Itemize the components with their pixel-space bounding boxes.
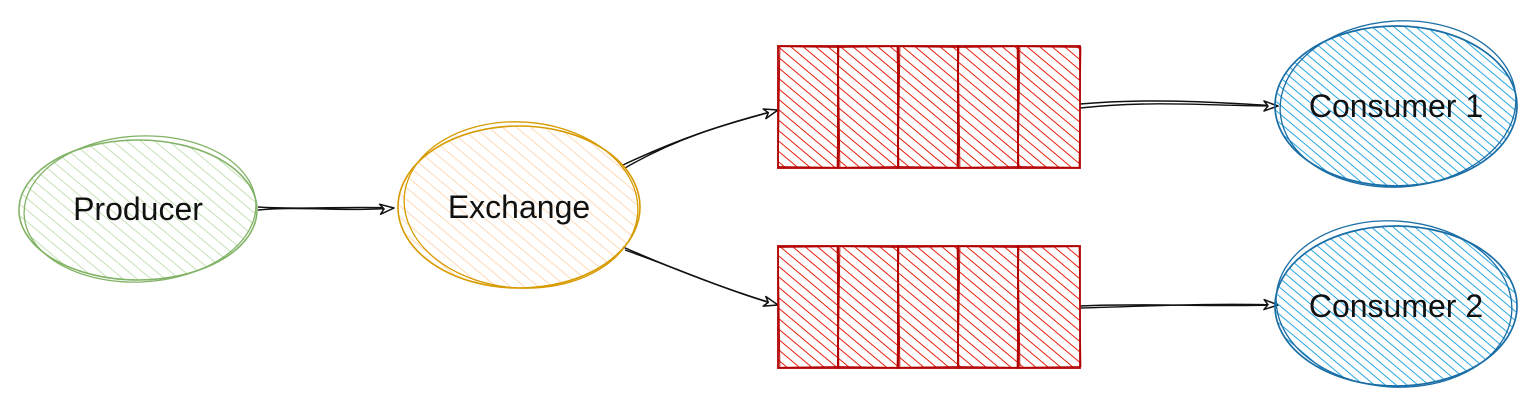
edge-exchange-queue-1 bbox=[622, 108, 779, 169]
exchange-label: Exchange bbox=[448, 189, 590, 225]
queue-slot bbox=[1017, 245, 1082, 369]
queue-slot bbox=[837, 245, 900, 369]
queue-slot bbox=[897, 45, 960, 169]
queue-slot bbox=[957, 45, 1020, 169]
consumer-1-node: Consumer 1 bbox=[1274, 20, 1518, 188]
edge-queue-1-consumer-1 bbox=[1079, 100, 1279, 112]
queue-slot bbox=[777, 245, 840, 369]
producer-node: Producer bbox=[18, 135, 258, 283]
consumer-2-label: Consumer 2 bbox=[1309, 288, 1483, 324]
queue-slot bbox=[777, 45, 840, 169]
queue-slot bbox=[1017, 45, 1082, 169]
producer-label: Producer bbox=[73, 191, 203, 227]
queue-slot bbox=[837, 45, 900, 169]
exchange-node: Exchange bbox=[397, 121, 641, 289]
consumer-2-node: Consumer 2 bbox=[1274, 220, 1518, 388]
edge-exchange-queue-2 bbox=[622, 246, 779, 307]
edge-producer-exchange bbox=[257, 203, 395, 215]
queue-1 bbox=[777, 45, 1082, 169]
queue-2 bbox=[777, 245, 1082, 369]
queue-slot bbox=[897, 245, 960, 369]
consumer-1-label: Consumer 1 bbox=[1309, 88, 1483, 124]
queue-slot bbox=[957, 245, 1020, 369]
edges bbox=[257, 100, 1279, 311]
edge-queue-2-consumer-2 bbox=[1079, 298, 1279, 311]
